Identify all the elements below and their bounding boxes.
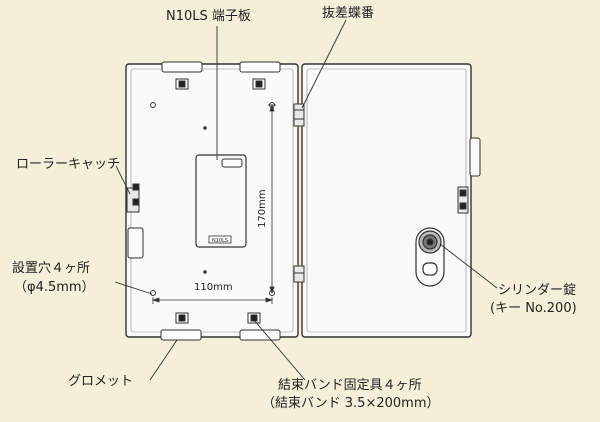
door-catch bbox=[457, 186, 469, 214]
dimension-horizontal bbox=[151, 297, 274, 304]
mount-holes-label-2: （φ4.5mm） bbox=[14, 280, 95, 295]
dimension-horizontal-label: 110mm bbox=[194, 282, 233, 293]
roller-catch bbox=[126, 183, 140, 213]
band-fixture-label-2: （結束バンド 3.5×200mm） bbox=[262, 396, 440, 411]
grommet-label: グロメット bbox=[68, 374, 134, 389]
terminal-block-label: N10LS 端子板 bbox=[166, 9, 251, 24]
leader-lines bbox=[114, 19, 498, 381]
band-fixture-label-1: 結束バンド固定具４ヶ所 bbox=[278, 378, 422, 393]
terminal-block-plate bbox=[195, 154, 247, 248]
dimension-vertical-label: 170mm bbox=[257, 189, 268, 228]
cabinet-door bbox=[301, 63, 472, 338]
roller-catch-label: ローラーキャッチ bbox=[16, 157, 121, 172]
band-fixture-top-left bbox=[161, 61, 203, 90]
cylinder-lock-label-1: シリンダー錠 bbox=[498, 283, 577, 298]
dimension-vertical bbox=[268, 103, 276, 295]
plate-marking: N10LS bbox=[212, 238, 228, 244]
mount-holes bbox=[150, 102, 275, 296]
cylinder-lock-label-2: (キー No.200) bbox=[490, 301, 577, 316]
hinge-bottom bbox=[293, 265, 305, 283]
cylinder-lock bbox=[415, 227, 445, 287]
hinge-label: 抜差蝶番 bbox=[322, 6, 375, 21]
hinge-top bbox=[293, 103, 305, 127]
side-plate bbox=[127, 227, 144, 259]
band-fixture-bottom-left bbox=[160, 312, 202, 341]
band-fixture-bottom-right bbox=[239, 312, 281, 341]
mount-holes-label-1: 設置穴４ヶ所 bbox=[12, 261, 91, 276]
door-side-tab bbox=[469, 137, 481, 177]
band-fixture-top-right bbox=[239, 61, 281, 90]
